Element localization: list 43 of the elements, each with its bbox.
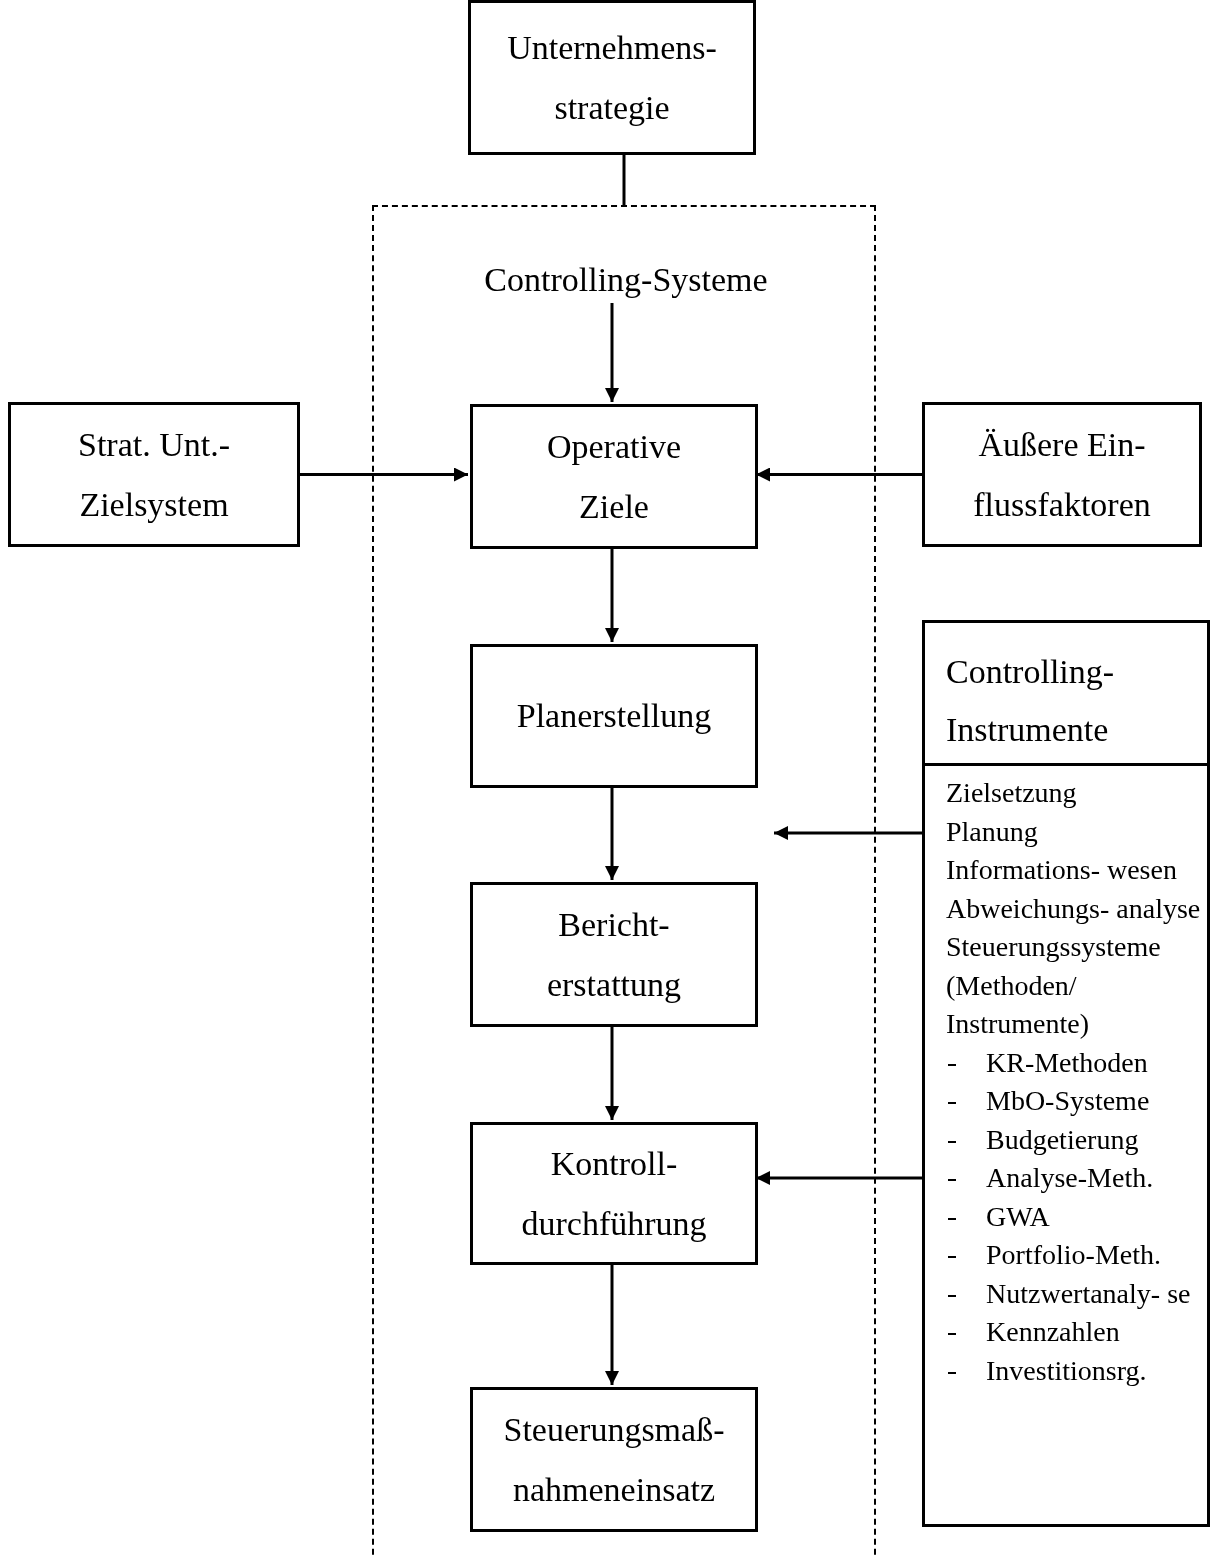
instrument-list-box bbox=[922, 620, 1210, 1527]
list-item: Budgetierung bbox=[986, 1122, 1139, 1157]
box-label: Bericht- erstattung bbox=[546, 905, 682, 1003]
arrow bbox=[605, 547, 619, 642]
dashed-region bbox=[372, 205, 876, 1557]
box-label: Planerstellung bbox=[516, 697, 712, 734]
process-box bbox=[470, 644, 758, 788]
list-item: Informations- wesen bbox=[946, 854, 1177, 885]
list-item: KR-Methoden bbox=[986, 1045, 1148, 1080]
arrow bbox=[605, 1025, 619, 1120]
process-box bbox=[470, 1122, 758, 1265]
arrow bbox=[756, 1171, 922, 1185]
process-box bbox=[470, 1387, 758, 1532]
arrow bbox=[300, 467, 468, 482]
box-label: Kontroll- durchführung bbox=[521, 1144, 707, 1242]
list-heading: Controlling- Instrumente bbox=[946, 653, 1115, 748]
list-item: Planung bbox=[946, 815, 1038, 847]
arrow bbox=[774, 826, 922, 840]
box-label: Äußere Ein- flussfaktoren bbox=[973, 425, 1151, 523]
region-title: Controlling-Systeme bbox=[484, 261, 768, 298]
box-label: Unternehmens- strategie bbox=[507, 28, 717, 126]
list-item: Analyse-Meth. bbox=[986, 1161, 1154, 1195]
list-item: Portfolio-Meth. bbox=[986, 1238, 1161, 1272]
process-box bbox=[470, 882, 758, 1027]
process-box bbox=[8, 402, 300, 547]
list-item: Nutzwertanaly- se bbox=[986, 1276, 1191, 1311]
list-item: GWA bbox=[986, 1199, 1050, 1234]
box-label: Strat. Unt.- Zielsystem bbox=[77, 425, 230, 523]
arrow bbox=[605, 786, 619, 880]
list-item: Kennzahlen bbox=[986, 1315, 1120, 1349]
process-box bbox=[922, 402, 1202, 547]
process-box bbox=[468, 0, 756, 155]
list-item: Zielsetzung bbox=[946, 777, 1077, 808]
list-item: Steuerungssysteme (Methoden/ Instrumente) bbox=[946, 931, 1161, 1039]
list-item: Abweichungs- analyse bbox=[946, 892, 1201, 924]
box-label: Operative Ziele bbox=[546, 427, 681, 525]
arrow bbox=[605, 1263, 619, 1385]
process-box bbox=[470, 404, 758, 549]
list-item: Investitionsrg. bbox=[986, 1353, 1147, 1388]
arrow bbox=[605, 303, 619, 402]
box-label: Steuerungsmaß- nahmeneinsatz bbox=[503, 1410, 725, 1508]
arrow bbox=[756, 467, 922, 482]
list-item: MbO-Systeme bbox=[986, 1084, 1150, 1118]
